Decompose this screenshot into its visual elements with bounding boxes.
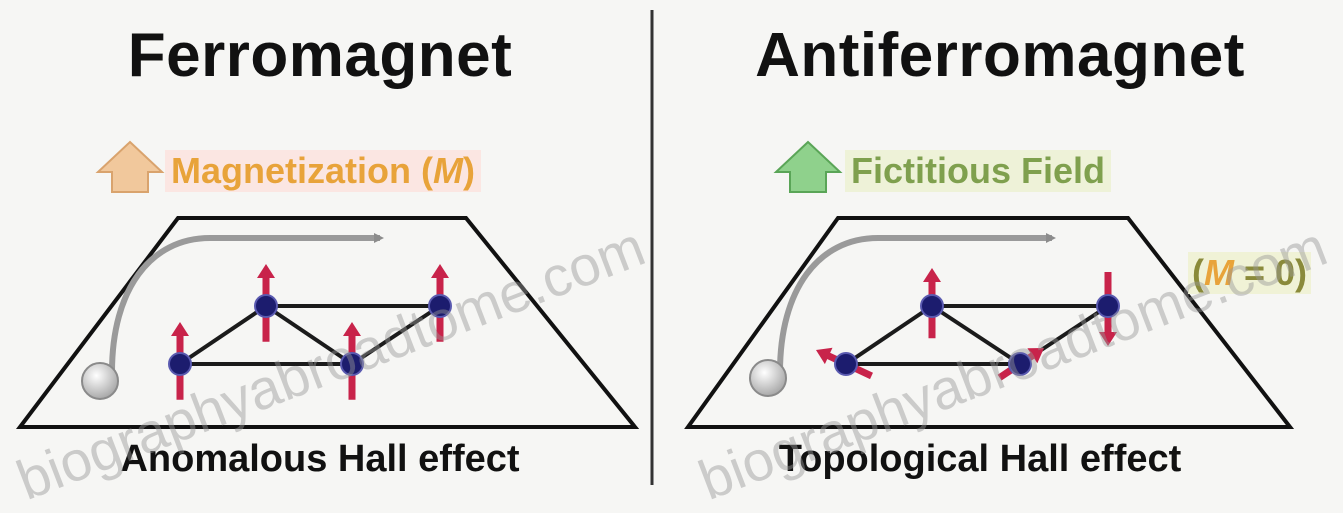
topological-hall-caption: Topological Hall effect (778, 438, 1182, 480)
left-electron (81, 362, 119, 400)
diagram-canvas: Ferromagnet Antiferromagnet Magnetizatio… (8, 10, 1335, 512)
left-panel-graphics (15, 216, 640, 429)
magnetization-label-text: Magnetization ( (171, 150, 433, 191)
magnetization-symbol: M (432, 150, 463, 191)
atom (168, 352, 192, 376)
note-symbol: M (1204, 252, 1234, 293)
antiferromagnet-title: Antiferromagnet (755, 21, 1245, 90)
left-electron-path (109, 233, 384, 373)
spin-arrow-head (171, 322, 189, 336)
atom (254, 294, 278, 318)
spin-arrow-head (1099, 332, 1117, 346)
fictitious-field-arrow-icon (773, 140, 843, 193)
right-electron (749, 359, 787, 397)
spin-arrow-head (431, 264, 449, 278)
left-spins (168, 264, 452, 400)
note-open: ( (1192, 252, 1204, 293)
spin-arrow-head (923, 268, 941, 282)
spin-arrow-head (1027, 348, 1044, 364)
atom (920, 294, 944, 318)
atom (1096, 294, 1120, 318)
atom (834, 352, 858, 376)
atom (1008, 352, 1032, 376)
magnetization-label-close: ) (462, 150, 475, 191)
atom (428, 294, 452, 318)
spin-arrow-head (257, 264, 275, 278)
right-electron-path (777, 233, 1056, 373)
zero-magnetization-note: (M = 0) (1188, 252, 1312, 294)
anomalous-hall-caption: Anomalous Hall effect (120, 438, 520, 480)
fictitious-field-label: Fictitious Field (845, 150, 1112, 192)
diagram-graphics (15, 10, 1295, 485)
spin-arrow-head (816, 347, 833, 365)
right-spins (816, 268, 1120, 381)
magnetization-arrow-icon (95, 140, 165, 193)
left-sample-plane (15, 216, 640, 429)
right-panel-graphics (684, 216, 1295, 429)
atom (340, 352, 364, 376)
spin-arrow-head (343, 322, 361, 336)
right-sample-plane (684, 216, 1295, 429)
magnetization-label: Magnetization (M) (165, 150, 481, 192)
ferromagnet-title: Ferromagnet (127, 21, 513, 90)
note-rest: = 0) (1234, 252, 1308, 293)
left-bonds (178, 304, 442, 366)
